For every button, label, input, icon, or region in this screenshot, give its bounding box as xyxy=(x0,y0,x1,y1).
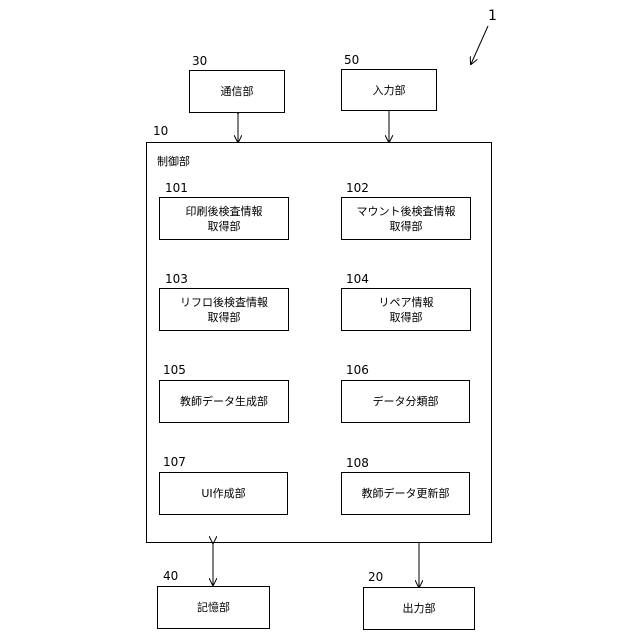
input-unit-box: 入力部 xyxy=(341,69,437,111)
module-105-box: 教師データ生成部 xyxy=(159,380,289,423)
module-108-label: 教師データ更新部 xyxy=(362,486,450,501)
module-102-number: 102 xyxy=(346,181,369,195)
module-106-box: データ分類部 xyxy=(341,380,470,423)
module-101-label: 印刷後検査情報 取得部 xyxy=(186,204,263,234)
module-107-box: UI作成部 xyxy=(159,472,288,515)
control-unit-number: 10 xyxy=(153,124,168,138)
module-108-number: 108 xyxy=(346,456,369,470)
module-104-number: 104 xyxy=(346,272,369,286)
module-103-label: リフロ後検査情報 取得部 xyxy=(180,295,268,325)
comm-unit-label: 通信部 xyxy=(221,84,254,99)
memory-unit-number: 40 xyxy=(163,569,178,583)
comm-unit-box: 通信部 xyxy=(189,70,285,113)
module-107-number: 107 xyxy=(163,455,186,469)
module-106-number: 106 xyxy=(346,363,369,377)
output-unit-number: 20 xyxy=(368,570,383,584)
figure-reference-arrow xyxy=(471,26,488,64)
module-106-label: データ分類部 xyxy=(373,394,439,409)
module-103-number: 103 xyxy=(165,272,188,286)
memory-unit-box: 記憶部 xyxy=(157,586,270,629)
output-unit-box: 出力部 xyxy=(363,587,475,630)
input-unit-label: 入力部 xyxy=(373,83,406,98)
module-105-label: 教師データ生成部 xyxy=(180,394,268,409)
module-101-box: 印刷後検査情報 取得部 xyxy=(159,197,289,240)
comm-unit-number: 30 xyxy=(192,54,207,68)
module-104-box: リペア情報 取得部 xyxy=(341,288,471,331)
figure-reference-number: 1 xyxy=(488,9,497,23)
control-unit-label: 制御部 xyxy=(157,153,190,169)
module-107-label: UI作成部 xyxy=(201,486,245,501)
module-108-box: 教師データ更新部 xyxy=(341,472,470,515)
module-102-label: マウント後検査情報 取得部 xyxy=(357,204,456,234)
input-unit-number: 50 xyxy=(344,53,359,67)
module-104-label: リペア情報 取得部 xyxy=(379,295,434,325)
module-103-box: リフロ後検査情報 取得部 xyxy=(159,288,289,331)
module-102-box: マウント後検査情報 取得部 xyxy=(341,197,471,240)
memory-unit-label: 記憶部 xyxy=(197,600,230,615)
output-unit-label: 出力部 xyxy=(403,601,436,616)
module-101-number: 101 xyxy=(165,181,188,195)
module-105-number: 105 xyxy=(163,363,186,377)
